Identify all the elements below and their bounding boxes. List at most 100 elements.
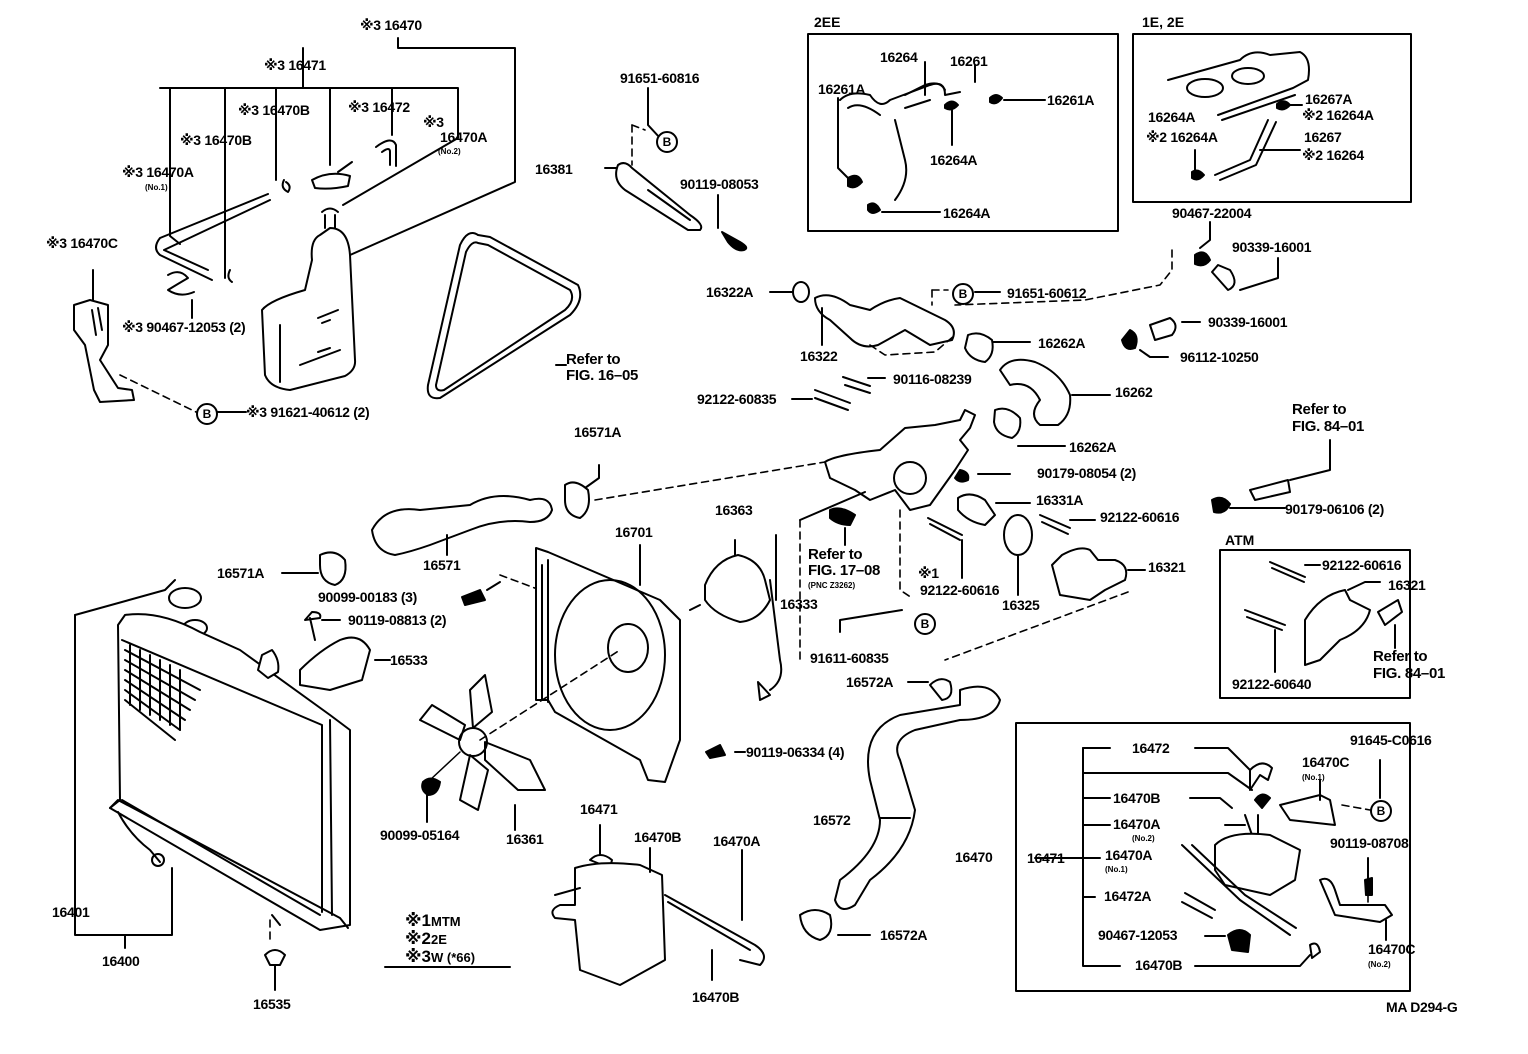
label-16264a-bottom: 16264A — [943, 205, 991, 221]
label-16400: 16400 — [102, 953, 140, 969]
label-90116-08239: 90116-08239 — [893, 371, 972, 387]
lower-hose — [799, 678, 1001, 941]
label-90099-00183: 90099-00183 (3) — [318, 589, 418, 605]
label-16701: 16701 — [615, 524, 653, 540]
label-16571a-left: 16571A — [217, 565, 265, 581]
label-92122-60616-mid: 92122-60616 — [920, 582, 1000, 598]
inset-title-atm: ATM — [1225, 532, 1255, 548]
label-16533: 16533 — [390, 652, 428, 668]
label-16470-w: ※3 16470 — [360, 17, 422, 33]
label-w-mark: ※3 — [423, 114, 444, 130]
legend-item-3: ※3W (*66) — [405, 947, 476, 966]
label-r-16470b-top: 16470B — [1113, 790, 1161, 806]
label-16264a-2e-left: ※2 16264A — [1146, 129, 1218, 145]
label-16572: 16572 — [813, 812, 851, 828]
label-refer-to-fig84-top: Refer to — [1292, 401, 1347, 418]
label-16470b-center: 16470B — [634, 829, 682, 845]
label-90119-08813: 90119-08813 (2) — [348, 612, 447, 628]
label-16535: 16535 — [253, 996, 291, 1012]
inset-atm — [1219, 549, 1411, 699]
label-16267a: 16267A — [1305, 91, 1353, 107]
label-91621-40612: ※3 91621-40612 (2) — [246, 404, 370, 420]
sensor-upper-right — [1211, 439, 1331, 514]
legend-item-1: ※1MTM — [405, 911, 461, 930]
label-16381: 16381 — [535, 161, 573, 177]
label-90179-06106: 90179-06106 (2) — [1285, 501, 1385, 517]
drive-belt — [426, 232, 582, 400]
label-90339-16001-top: 90339-16001 — [1232, 239, 1312, 255]
label-r-90119-08708: 90119-08708 — [1330, 835, 1409, 851]
figure-code: MA D294-G — [1386, 999, 1458, 1015]
label-90467-22004: 90467-22004 — [1172, 205, 1252, 221]
label-16262a-top: 16262A — [1038, 335, 1086, 351]
label-16331a: 16331A — [1036, 492, 1084, 508]
water-outlet-group — [769, 221, 1279, 661]
label-16470b-w-1: ※3 16470B — [238, 102, 310, 118]
ref-marker-b: B — [952, 283, 974, 305]
label-16470b-bottom: 16470B — [692, 989, 740, 1005]
label-r-no1-sub: (No.1) — [1302, 773, 1325, 782]
label-90339-16001-bottom: 90339-16001 — [1208, 314, 1288, 330]
label-pnc-z3262: (PNC Z3262) — [808, 581, 856, 590]
label-90179-08054: 90179-08054 (2) — [1037, 465, 1137, 481]
label-no2-sub: (No.2) — [438, 147, 461, 156]
label-r-16470c-no2: 16470C — [1368, 941, 1416, 957]
label-r-90467-12053: 90467-12053 — [1098, 927, 1178, 943]
label-16264a: 16264A — [1148, 109, 1196, 125]
label-r-16470a-no2: 16470A — [1113, 816, 1161, 832]
label-fig-84-01-top: FIG. 84–01 — [1292, 418, 1365, 435]
legend-item-2: ※22E — [405, 929, 447, 948]
label-16322a: 16322A — [706, 284, 754, 300]
label-16470c-w: ※3 16470C — [46, 235, 118, 251]
inset-title-2ee: 2EE — [814, 14, 841, 30]
ref-marker-b: B — [656, 131, 678, 153]
label-16267: 16267 — [1304, 129, 1342, 145]
label-16472-w: ※3 16472 — [348, 99, 410, 115]
label-16470a-no2-w: 16470A — [440, 129, 488, 145]
ref-marker-b: B — [914, 613, 936, 635]
label-r-16472: 16472 — [1132, 740, 1170, 756]
label-16571: 16571 — [423, 557, 461, 573]
inset-title-1e-2e: 1E, 2E — [1142, 14, 1185, 30]
label-16264a-2e-right: ※2 16264A — [1302, 107, 1374, 123]
label-16470b-w-2: ※3 16470B — [180, 132, 252, 148]
label-16262a-bottom: 16262A — [1069, 439, 1117, 455]
label-r-91645-c0616: 91645-C0616 — [1350, 732, 1432, 748]
label-91611-60835: 91611-60835 — [810, 650, 889, 666]
label-16471-w: ※3 16471 — [264, 57, 326, 73]
label-16325: 16325 — [1002, 597, 1040, 613]
label-r-16470c-no1: 16470C — [1302, 754, 1350, 770]
fan-shroud — [419, 534, 783, 831]
label-refer-to-belt: Refer to — [566, 351, 621, 368]
label-16572a-top: 16572A — [846, 674, 894, 690]
label-16572a-bottom: 16572A — [880, 927, 928, 943]
radiator — [74, 579, 351, 991]
label-r-16470: 16470 — [955, 849, 993, 865]
label-r-no2b-sub: (No.2) — [1368, 960, 1391, 969]
label-16264-2e: ※2 16264 — [1302, 147, 1364, 163]
inset-1e-2e — [1132, 33, 1412, 203]
label-no1-sub: (No.1) — [145, 183, 168, 192]
label-atm-16321: 16321 — [1388, 577, 1426, 593]
label-16264a-mid: 16264A — [930, 152, 978, 168]
label-fig-16-05: FIG. 16–05 — [566, 367, 639, 384]
label-16333: 16333 — [780, 596, 818, 612]
label-atm-92122-60640: 92122-60640 — [1232, 676, 1312, 692]
ref-marker-b: B — [1370, 800, 1392, 822]
legend: ※1MTM ※22E ※3W (*66) — [405, 912, 475, 966]
label-16401: 16401 — [52, 904, 90, 920]
label-96112-10250: 96112-10250 — [1180, 349, 1259, 365]
label-mtm-mark: ※1 — [918, 565, 939, 581]
lower-reservoir — [551, 824, 765, 986]
label-atm-fig-84-01: FIG. 84–01 — [1373, 665, 1446, 682]
label-16262: 16262 — [1115, 384, 1153, 400]
label-r-16470a-no1: 16470A — [1105, 847, 1153, 863]
label-16361: 16361 — [506, 831, 544, 847]
label-16261a-right: 16261A — [1047, 92, 1095, 108]
label-91651-60816: 91651-60816 — [620, 70, 700, 86]
label-atm-92122-60616: 92122-60616 — [1322, 557, 1402, 573]
upper-hose-group — [281, 461, 826, 691]
label-90119-08053: 90119-08053 — [680, 176, 759, 192]
